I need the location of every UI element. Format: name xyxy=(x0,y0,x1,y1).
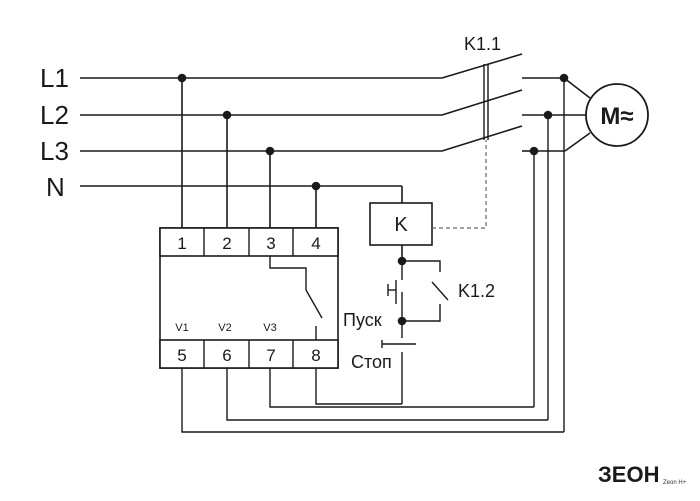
line-n-label: N xyxy=(46,172,65,202)
terminal-1: 1 xyxy=(177,234,186,253)
start-button-label: Пуск xyxy=(343,310,382,330)
v1-label: V1 xyxy=(175,322,188,334)
contactor-coil xyxy=(369,202,433,246)
v2-label: V2 xyxy=(218,322,231,334)
terminal-5-wire xyxy=(181,368,564,433)
terminal-6: 6 xyxy=(222,346,231,365)
terminal-7: 7 xyxy=(266,346,275,365)
k11-blade-1 xyxy=(441,53,523,79)
relay-internal-wire xyxy=(269,256,307,290)
terminal-4: 4 xyxy=(311,234,320,253)
relay-output-contact xyxy=(305,289,323,319)
terminal-3: 3 xyxy=(266,234,275,253)
logo-brand: ЗЕОН xyxy=(598,462,659,487)
k11-blade-2 xyxy=(441,89,523,116)
logo-tagline: Zeon H+ xyxy=(663,480,687,486)
k11-blade-3 xyxy=(441,125,523,152)
aux-upper-wire xyxy=(402,260,441,272)
terminal-6-wire xyxy=(226,368,548,421)
junction-dot xyxy=(311,181,321,191)
coil-label: K xyxy=(394,214,408,236)
line-l1-label: L1 xyxy=(40,63,69,93)
k12-label: K1.2 xyxy=(458,281,495,301)
junction-dot xyxy=(177,73,187,83)
terminal-7-wire xyxy=(269,368,534,408)
coil-mech-link xyxy=(432,140,487,229)
motor-feed-3b xyxy=(564,132,591,152)
aux-contact-blade xyxy=(431,281,449,301)
stop-button-label: Стоп xyxy=(351,352,392,372)
terminal-8: 8 xyxy=(311,346,320,365)
motor-symbol xyxy=(585,83,649,147)
line-l3-label: L3 xyxy=(40,136,69,166)
aux-lower-wire xyxy=(402,304,441,322)
terminal-5: 5 xyxy=(177,346,186,365)
terminal-2: 2 xyxy=(222,234,231,253)
junction-dot xyxy=(222,110,232,120)
zeon-logo: ЗЕОН Zeon H+ xyxy=(598,462,687,487)
motor-feed-1 xyxy=(563,77,591,99)
v3-label: V3 xyxy=(263,322,276,334)
junction-dot xyxy=(265,146,275,156)
line-l2-label: L2 xyxy=(40,100,69,130)
k11-label: K1.1 xyxy=(464,34,501,54)
terminal-8-wire xyxy=(315,368,402,405)
motor-label: M≈ xyxy=(600,103,633,130)
